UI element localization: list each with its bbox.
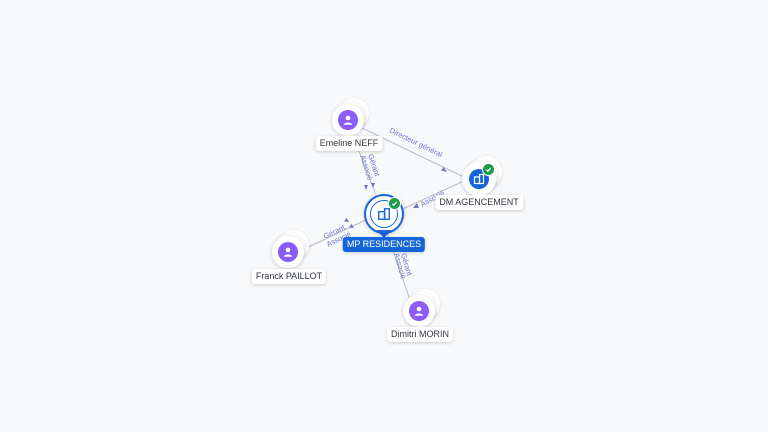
node-label-emeline-neff[interactable]: Emeline NEFF [315, 136, 383, 151]
node-dm-agencement[interactable] [460, 156, 506, 196]
node-franck-paillot[interactable] [270, 230, 314, 270]
arrow-paillot-mp-1 [344, 218, 349, 222]
node-disc [364, 194, 404, 234]
node-dimitri-morin[interactable] [401, 289, 445, 329]
edge-paillot-mp [301, 217, 371, 251]
arrow-mp-dm [413, 203, 419, 208]
arrow-paillot-mp-2 [349, 224, 354, 228]
node-disc [403, 295, 435, 327]
node-mp-residences[interactable] [362, 190, 410, 238]
person-icon [338, 110, 358, 130]
verified-check-icon [388, 197, 401, 210]
node-pointer-icon [376, 230, 392, 238]
node-label-dimitri-morin[interactable]: Dimitri MORIN [387, 327, 453, 342]
node-disc [272, 236, 304, 268]
arrow-neff-mp-2 [371, 183, 375, 188]
arrow-neff-dm [441, 167, 447, 172]
node-disc [332, 104, 364, 136]
node-emeline-neff[interactable] [330, 98, 374, 138]
node-label-mp-residences[interactable]: MP RESIDENCES [342, 237, 426, 252]
verified-check-icon [482, 163, 495, 176]
arrow-neff-mp-1 [364, 185, 368, 190]
building-icon [370, 200, 398, 228]
node-label-dm-agencement[interactable]: DM AGENCEMENT [435, 195, 523, 210]
person-icon [278, 242, 298, 262]
person-icon [409, 301, 429, 321]
node-label-franck-paillot[interactable]: Franck PAILLOT [251, 269, 327, 284]
edge-mp-dm [395, 179, 467, 213]
